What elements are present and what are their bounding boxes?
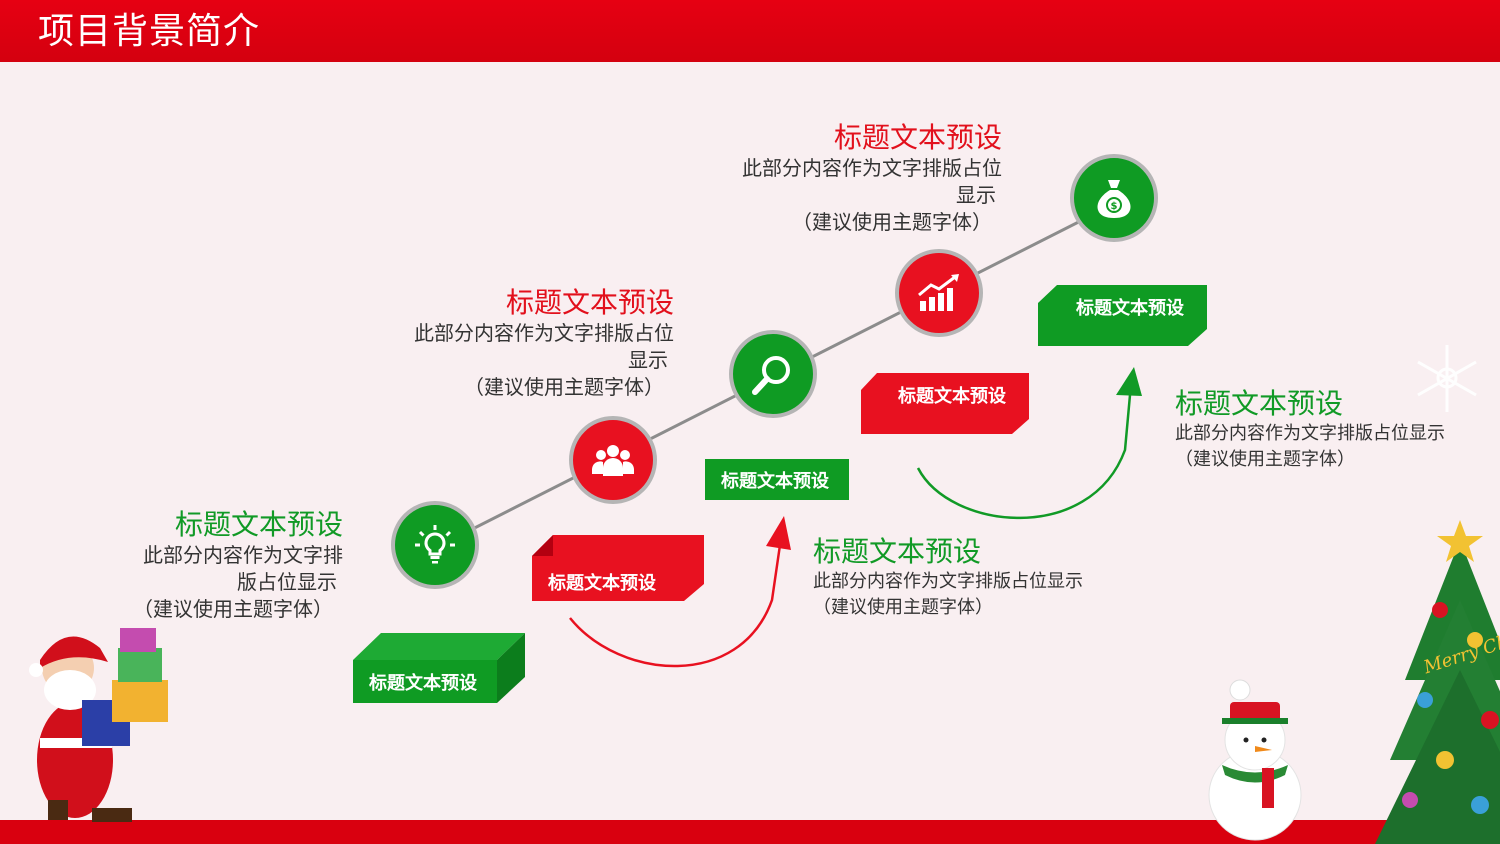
step5-tag: 标题文本预设 [1076, 298, 1184, 319]
step2-icon-circle [569, 416, 657, 504]
step3-icon-circle [729, 330, 817, 418]
step4-tag-box [861, 373, 1029, 434]
step2-desc-line2: 显示 [628, 348, 668, 372]
lightbulb-icon [415, 525, 455, 564]
page-title: 项目背景简介 [38, 11, 261, 52]
step2-tag: 标题文本预设 [548, 573, 656, 594]
step2-tag-box [532, 535, 704, 601]
green-curved-arrow [916, 394, 1132, 520]
snowman-illustration [1208, 679, 1302, 841]
step2-title: 标题文本预设 [505, 286, 674, 319]
people-group-icon [592, 445, 634, 476]
step3-desc-line2: （建议使用主题字体） [813, 597, 993, 618]
money-bag-icon: $ [1097, 180, 1131, 218]
step2-text: 标题文本预设 此部分内容作为文字排版占位 显示 （建议使用主题字体） [380, 286, 674, 401]
step4-desc-line3: （建议使用主题字体） [792, 210, 992, 234]
step1-text: 标题文本预设 此部分内容作为文字排 版占位显示 （建议使用主题字体） [100, 508, 343, 623]
magnifier-icon [752, 356, 790, 395]
step2-desc-line1: 此部分内容作为文字排版占位 [414, 321, 674, 345]
christmas-tree-illustration [1375, 520, 1500, 844]
santa-claus-illustration [29, 628, 168, 822]
green-arrow-head [1116, 367, 1142, 396]
step3-title: 标题文本预设 [813, 535, 982, 568]
step3-desc-line1: 此部分内容作为文字排版占位显示 [813, 571, 1083, 592]
red-arrow-head [766, 516, 791, 550]
step5-text: 标题文本预设 此部分内容作为文字排版占位显示 （建议使用主题字体） [1175, 387, 1475, 473]
step1-desc-line2: 版占位显示 [237, 570, 337, 594]
step1-tag-box [353, 633, 525, 703]
step5-icon-circle: $ [1070, 154, 1158, 242]
bar-chart-trend-icon [918, 274, 959, 311]
step5-desc-line2: （建议使用主题字体） [1175, 449, 1355, 470]
step1-desc-line1: 此部分内容作为文字排 [143, 543, 343, 567]
step4-tag: 标题文本预设 [898, 386, 1006, 407]
step3-tag-box [705, 459, 849, 500]
step3-text: 标题文本预设 此部分内容作为文字排版占位显示 （建议使用主题字体） [813, 535, 1133, 621]
step3-tag: 标题文本预设 [721, 471, 829, 492]
svg-text:$: $ [1111, 201, 1118, 212]
step4-desc-line1: 此部分内容作为文字排版占位 [742, 156, 1002, 180]
header-bar: 项目背景简介 [0, 0, 1500, 62]
red-curved-arrow [569, 544, 782, 668]
step5-title: 标题文本预设 [1175, 387, 1344, 420]
step1-icon-circle [391, 501, 479, 589]
step4-text: 标题文本预设 此部分内容作为文字排版占位 显示 （建议使用主题字体） [705, 121, 1002, 236]
step1-title: 标题文本预设 [174, 508, 343, 541]
step2-desc-line3: （建议使用主题字体） [464, 375, 664, 399]
step4-desc-line2: 显示 [956, 183, 996, 207]
step4-title: 标题文本预设 [833, 121, 1002, 154]
step4-icon-circle [895, 249, 983, 337]
step1-desc-line3: （建议使用主题字体） [133, 597, 333, 621]
step5-tag-box [1038, 285, 1207, 346]
snowflake-icon [1417, 345, 1477, 412]
step5-desc-line1: 此部分内容作为文字排版占位显示 [1175, 423, 1445, 444]
step1-tag: 标题文本预设 [369, 673, 477, 694]
